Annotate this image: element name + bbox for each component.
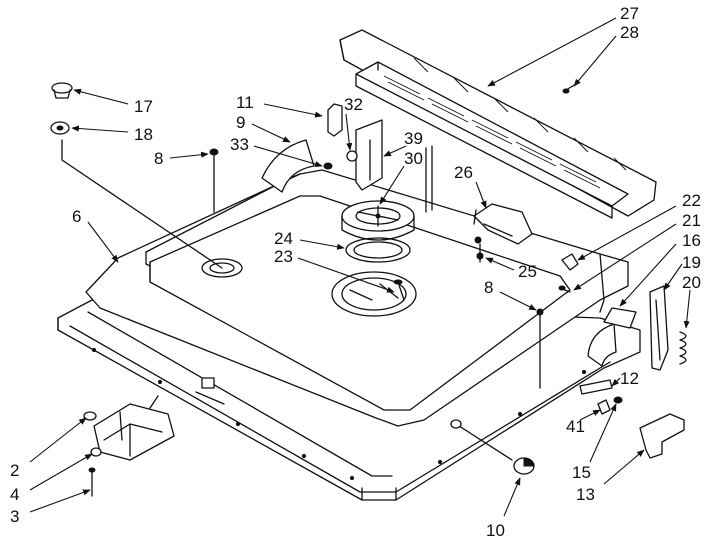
- callout-25: 25: [518, 262, 537, 281]
- callout-21: 21: [682, 211, 701, 230]
- callout-27: 27: [620, 4, 639, 23]
- callout-labels: 27 28 17 18 11 9 32 33 39 30 8 26 6 24 2…: [10, 4, 701, 540]
- callout-22: 22: [682, 191, 701, 210]
- callout-9: 9: [236, 113, 245, 132]
- callout-19: 19: [682, 253, 701, 272]
- callout-17: 17: [134, 97, 153, 116]
- callout-leaders: [29, 17, 691, 517]
- callout-3: 3: [10, 507, 19, 526]
- callout-33: 33: [230, 135, 249, 154]
- callout-41: 41: [566, 417, 585, 436]
- callout-16: 16: [682, 231, 701, 250]
- callout-12: 12: [620, 369, 639, 388]
- callout-20: 20: [682, 273, 701, 292]
- callout-11: 11: [236, 93, 254, 112]
- callout-26: 26: [454, 163, 473, 182]
- callout-8-top: 8: [154, 149, 163, 168]
- callout-30: 30: [404, 149, 423, 168]
- callout-2: 2: [10, 461, 19, 480]
- callout-24: 24: [274, 229, 293, 248]
- callout-10: 10: [486, 521, 505, 540]
- callout-8-right: 8: [484, 278, 493, 297]
- callout-28: 28: [620, 23, 639, 42]
- callout-39: 39: [404, 129, 423, 148]
- callout-23: 23: [274, 247, 293, 266]
- drain-assembly: [201, 200, 417, 317]
- callout-18: 18: [134, 125, 153, 144]
- callout-4: 4: [10, 485, 19, 504]
- callout-13: 13: [576, 485, 595, 504]
- callout-32: 32: [344, 95, 363, 114]
- small-parts: [50, 82, 687, 497]
- vent-panel: [339, 29, 657, 219]
- callout-15: 15: [572, 463, 591, 482]
- callout-6: 6: [72, 207, 81, 226]
